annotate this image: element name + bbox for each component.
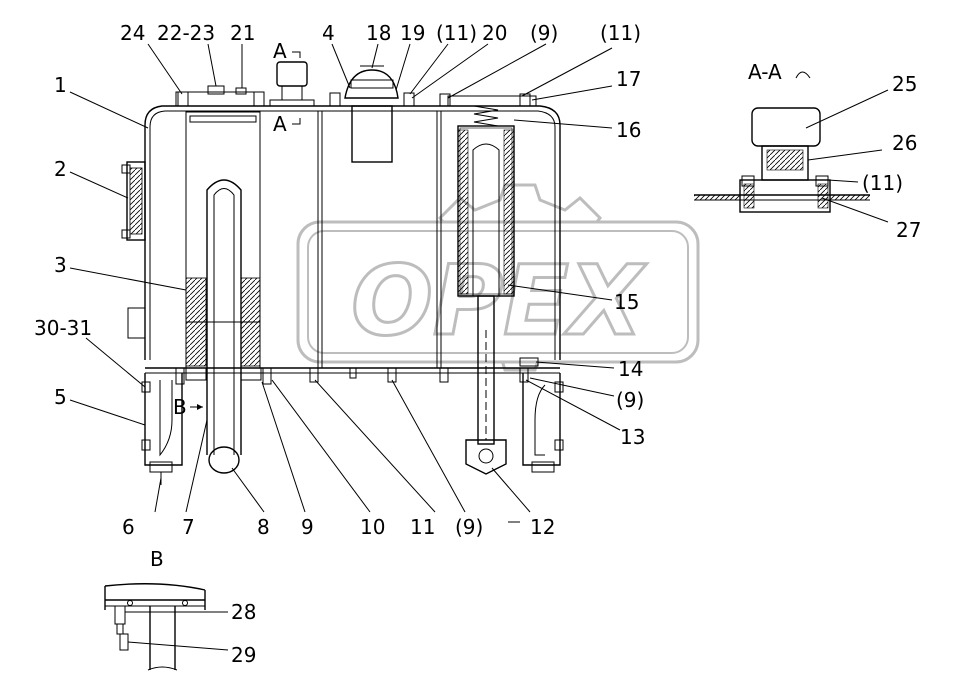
callout-10: 10 [360, 515, 385, 539]
callout-5: 5 [54, 385, 67, 409]
view-arrow-b: B [173, 395, 187, 419]
callout-14: 14 [618, 357, 643, 381]
callout-9: 9 [301, 515, 314, 539]
tank-body [121, 61, 564, 485]
callout-18: 18 [366, 21, 391, 45]
filler-neck [329, 65, 415, 163]
section-a-a-view: A-A [694, 60, 870, 213]
callout-4: 4 [322, 21, 335, 45]
callout-30-31: 30-31 [34, 316, 92, 340]
breather-cap [269, 61, 315, 107]
callout-11: 11 [410, 515, 435, 539]
callout-3: 3 [54, 253, 67, 277]
callout-21: 21 [230, 21, 255, 45]
callout-29: 29 [231, 643, 256, 667]
callout-9-ref-bottom: (9) [455, 515, 483, 539]
leader-lines [69, 43, 889, 651]
callout-17: 17 [616, 67, 641, 91]
cut-marks: A A B [173, 39, 301, 419]
callout-8: 8 [257, 515, 270, 539]
callout-labels: 1 2 3 30-31 5 6 7 8 9 10 11 (9) 12 13 (9… [34, 21, 921, 667]
bottom-bolts [141, 367, 564, 451]
callout-24: 24 [120, 21, 145, 45]
callout-1: 1 [54, 73, 67, 97]
callout-19: 19 [400, 21, 425, 45]
callout-27: 27 [896, 218, 921, 242]
callout-7: 7 [182, 515, 195, 539]
callout-28: 28 [231, 600, 256, 624]
callout-9-ref-top: (9) [530, 21, 558, 45]
watermark: OPEX [296, 183, 700, 372]
callout-6: 6 [122, 515, 135, 539]
callout-26: 26 [892, 131, 917, 155]
callout-9-ref-right: (9) [616, 388, 644, 412]
callout-20: 20 [482, 21, 507, 45]
callout-15: 15 [614, 290, 639, 314]
callout-11-ref-section: (11) [862, 171, 903, 195]
level-gauge [121, 161, 146, 241]
callout-16: 16 [616, 118, 641, 142]
callout-22-23: 22-23 [157, 21, 215, 45]
callout-2: 2 [54, 157, 67, 181]
cut-mark-a-bottom: A [273, 112, 287, 136]
cut-mark-a-top: A [273, 39, 287, 63]
detail-b-view: B [104, 547, 206, 671]
detail-b-title: B [150, 547, 164, 571]
callout-25: 25 [892, 72, 917, 96]
section-aa-title: A-A [748, 60, 782, 84]
callout-11-ref-top-right: (11) [600, 21, 641, 45]
watermark-frame [296, 220, 700, 364]
return-filter [439, 93, 539, 475]
top-cover-left [175, 85, 265, 107]
callout-11-ref-top: (11) [436, 21, 477, 45]
callout-13: 13 [620, 425, 645, 449]
callout-12: 12 [530, 515, 555, 539]
watermark-frame-inner [307, 230, 689, 354]
